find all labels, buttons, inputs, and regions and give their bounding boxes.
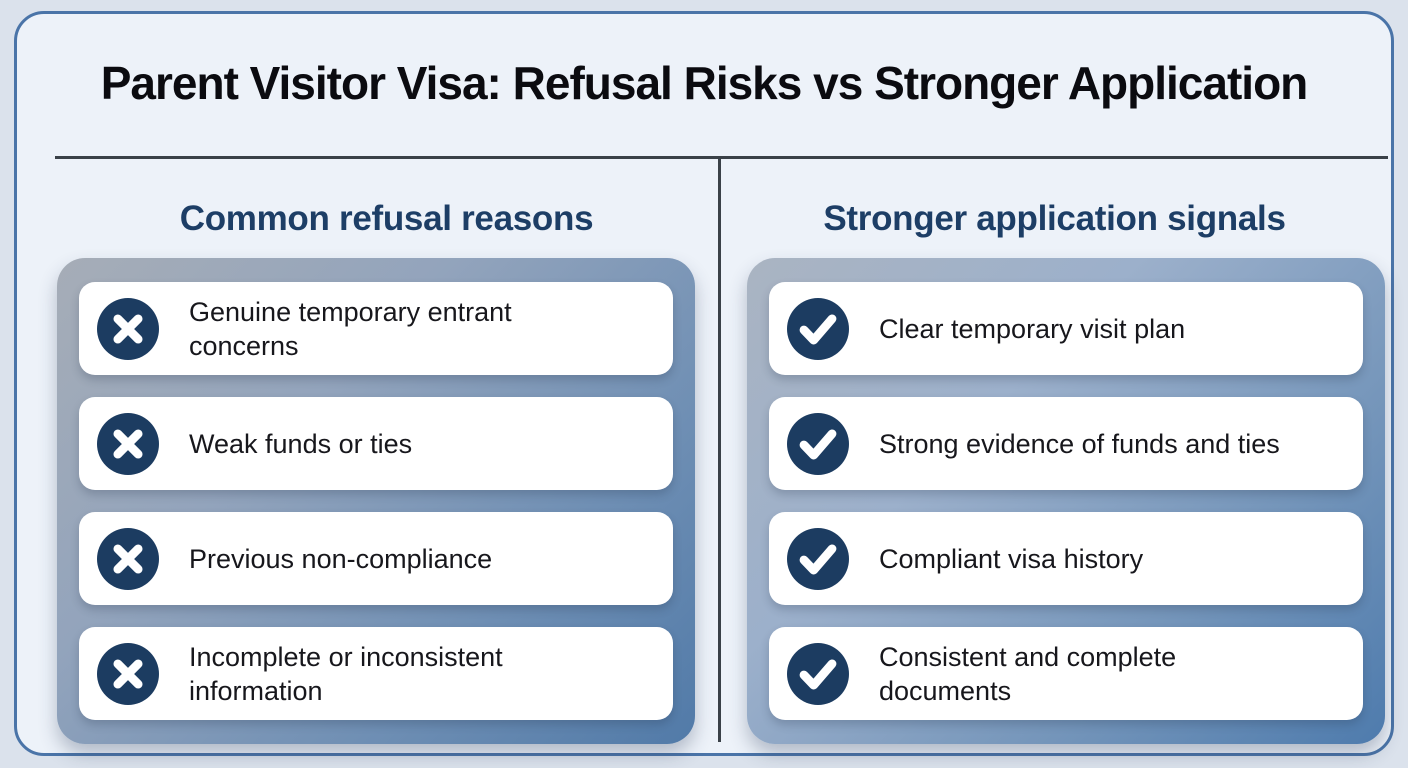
x-icon <box>97 642 159 705</box>
check-icon <box>787 297 849 360</box>
refusal-reasons-panel: Genuine temporary entrant concerns Weak … <box>57 258 695 744</box>
signals-column-heading: Stronger application signals <box>823 199 1286 238</box>
list-item: Consistent and complete documents <box>769 627 1363 720</box>
main-card: Parent Visitor Visa: Refusal Risks vs St… <box>14 11 1394 756</box>
list-item: Strong evidence of funds and ties <box>769 397 1363 490</box>
list-item: Previous non-compliance <box>79 512 673 605</box>
list-item-label: Genuine temporary entrant concerns <box>189 296 512 361</box>
horizontal-divider <box>55 156 1388 159</box>
list-item-label: Consistent and complete documents <box>879 641 1177 706</box>
x-icon <box>97 412 159 475</box>
check-icon <box>787 642 849 705</box>
list-item-label: Incomplete or inconsistent information <box>189 641 503 706</box>
list-item: Incomplete or inconsistent information <box>79 627 673 720</box>
refusal-column-heading: Common refusal reasons <box>179 199 594 238</box>
list-item-label: Weak funds or ties <box>189 428 413 459</box>
list-item: Compliant visa history <box>769 512 1363 605</box>
page-title: Parent Visitor Visa: Refusal Risks vs St… <box>100 57 1309 109</box>
x-icon <box>97 527 159 590</box>
check-icon <box>787 527 849 590</box>
check-icon <box>787 412 849 475</box>
list-item-label: Clear temporary visit plan <box>879 313 1186 344</box>
x-icon <box>97 297 159 360</box>
list-item-label: Strong evidence of funds and ties <box>879 428 1280 459</box>
stronger-signals-panel: Clear temporary visit plan Strong eviden… <box>747 258 1385 744</box>
list-item: Weak funds or ties <box>79 397 673 490</box>
vertical-divider <box>718 159 721 742</box>
list-item-label: Previous non-compliance <box>189 543 493 574</box>
list-item: Clear temporary visit plan <box>769 282 1363 375</box>
list-item: Genuine temporary entrant concerns <box>79 282 673 375</box>
list-item-label: Compliant visa history <box>879 543 1144 574</box>
